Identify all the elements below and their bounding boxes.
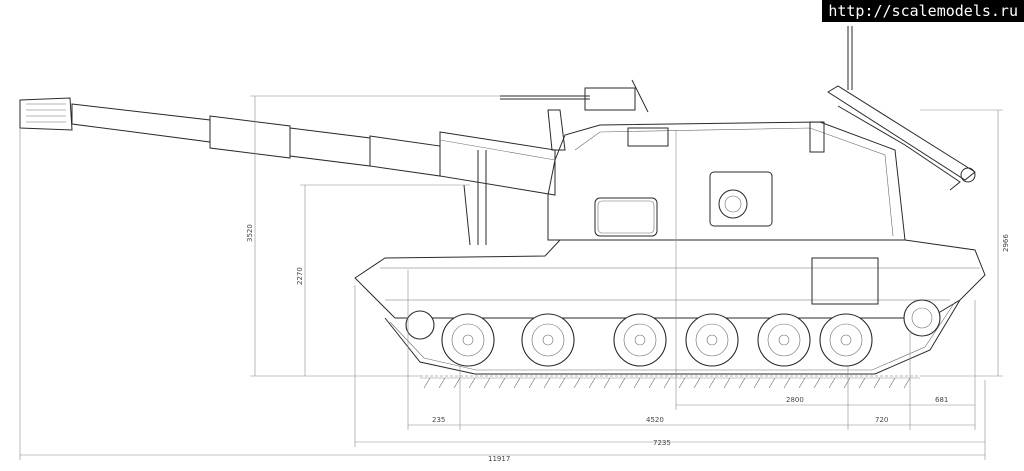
- roof-machine-gun: [500, 79, 649, 113]
- turret: [547, 109, 906, 241]
- dim-track-base: 4520: [646, 416, 664, 424]
- dim-height-total: 3520: [246, 224, 254, 242]
- watermark-url: http://scalemodels.ru: [822, 0, 1024, 22]
- dim-rear-overhang: 720: [875, 416, 888, 424]
- dim-barrel-axis-height: 2270: [296, 267, 304, 285]
- track: [384, 299, 961, 377]
- road-wheels: [405, 299, 941, 367]
- horizontal-dimensions: [19, 128, 986, 460]
- dim-rear-offset: 681: [935, 396, 948, 404]
- gun-barrel: [19, 97, 556, 246]
- dim-hull-length: 7235: [653, 439, 671, 447]
- hull: [354, 239, 986, 319]
- vertical-dimensions: [250, 95, 1003, 377]
- dim-rear-height: 2966: [1002, 234, 1010, 252]
- dim-rear-section: 2800: [786, 396, 804, 404]
- rear-loading-conveyor: [827, 26, 976, 191]
- dim-front-sprocket: 235: [432, 416, 445, 424]
- ground-hatching: [420, 377, 920, 389]
- dim-overall-length: 11917: [488, 455, 510, 463]
